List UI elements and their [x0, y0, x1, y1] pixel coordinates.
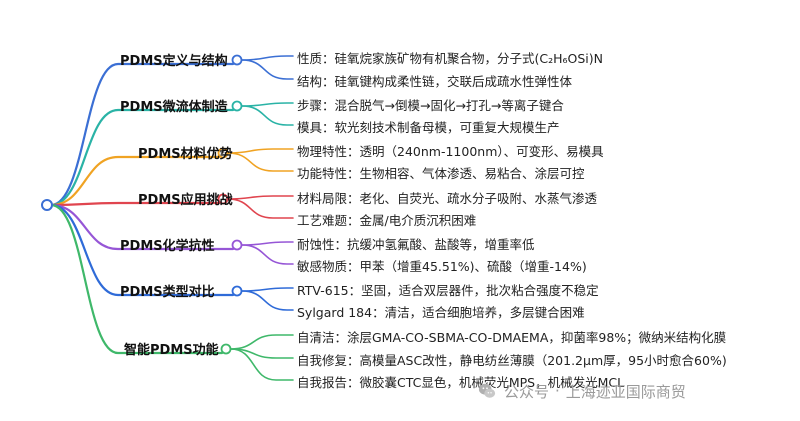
leaf-text: 步骤：混合脱气→倒模→固化→打孔→等离子键合 — [297, 98, 564, 113]
branch-connector — [49, 108, 235, 207]
wechat-icon — [478, 383, 496, 398]
branch-node[interactable] — [231, 54, 243, 66]
leaf-text: Sylgard 184：清洁，适合细胞培养，多层键合困难 — [297, 305, 585, 320]
watermark-text: 公众号 — [504, 382, 550, 401]
branch-label: PDMS应用挑战 — [138, 193, 233, 208]
leaf-connector — [226, 198, 294, 219]
root-node[interactable] — [41, 199, 53, 211]
leaf-connector — [240, 59, 294, 80]
branch-connector — [49, 203, 224, 355]
leaf-text: RTV-615：坚固，适合双层器件，批次粘合强度不稳定 — [297, 283, 599, 298]
branch-node[interactable] — [231, 285, 243, 297]
watermark: 公众号 · 上海迹亚国际商贸 — [478, 379, 686, 403]
branch-label: PDMS化学抗性 — [120, 239, 215, 254]
branch-connector — [49, 203, 235, 297]
leaf-text: 敏感物质：甲苯（增重45.51%)、硫酸（增重-14%) — [297, 259, 587, 274]
branch-connector — [49, 62, 235, 207]
leaf-text: 功能特性：生物相容、气体渗透、易粘合、涂层可控 — [297, 166, 585, 181]
branch-node[interactable] — [220, 343, 232, 355]
leaf-text: 性质：硅氧烷家族矿物有机聚合物，分子式(C₂H₆OSi)N — [297, 51, 604, 66]
branch-connector — [49, 203, 235, 251]
leaf-connector — [226, 152, 294, 172]
branch-node[interactable] — [231, 100, 243, 112]
branch-label: PDMS类型对比 — [120, 285, 215, 300]
leaf-connector — [240, 244, 294, 265]
leaf-text: 模具：软光刻技术制备母模，可重复大规模生产 — [297, 120, 560, 135]
leaf-text: 工艺难题：金属/电介质沉积困难 — [297, 213, 477, 228]
watermark-company: 上海迹亚国际商贸 — [565, 382, 686, 401]
watermark-separator: · — [555, 382, 560, 400]
leaf-connector — [240, 102, 294, 107]
leaf-text: 自我报告：微胶囊CTC显色，机械荧光MPS，机械发光MCL — [297, 375, 625, 390]
branch-label: 智能PDMS功能 — [124, 343, 219, 358]
branch-label: PDMS定义与结构 — [120, 54, 228, 69]
leaf-connector — [226, 195, 294, 200]
branch-label: PDMS材料优势 — [138, 147, 233, 162]
leaf-connector — [226, 148, 294, 154]
leaf-text: 自我修复：高模量ASC改性，静电纺丝薄膜（201.2μm厚，95小时愈合60%) — [297, 353, 727, 368]
leaf-connector — [229, 334, 294, 350]
leaf-text: 结构：硅氧键构成柔性链，交联后成疏水性弹性体 — [297, 74, 573, 89]
leaf-connector — [240, 241, 294, 246]
leaf-connector — [229, 348, 294, 381]
branch-label: PDMS微流体制造 — [120, 100, 228, 115]
leaf-text: 物理特性：透明（240nm-1100nm）、可变形、易模具 — [297, 144, 604, 159]
branch-connector — [49, 201, 221, 207]
branch-connector — [49, 155, 221, 207]
leaf-connector — [240, 290, 294, 311]
leaf-connector — [240, 287, 294, 292]
leaf-text: 耐蚀性：抗缓冲氢氟酸、盐酸等，增重率低 — [297, 237, 535, 252]
leaf-text: 自清洁：涂层GMA-CO-SBMA-CO-DMAEMA，抑菌率98%；微纳米结构… — [297, 330, 727, 345]
leaf-text: 材料局限：老化、自荧光、疏水分子吸附、水蒸气渗透 — [297, 191, 598, 206]
leaf-connector — [240, 105, 294, 126]
branch-node[interactable] — [231, 239, 243, 251]
leaf-connector — [240, 55, 294, 61]
